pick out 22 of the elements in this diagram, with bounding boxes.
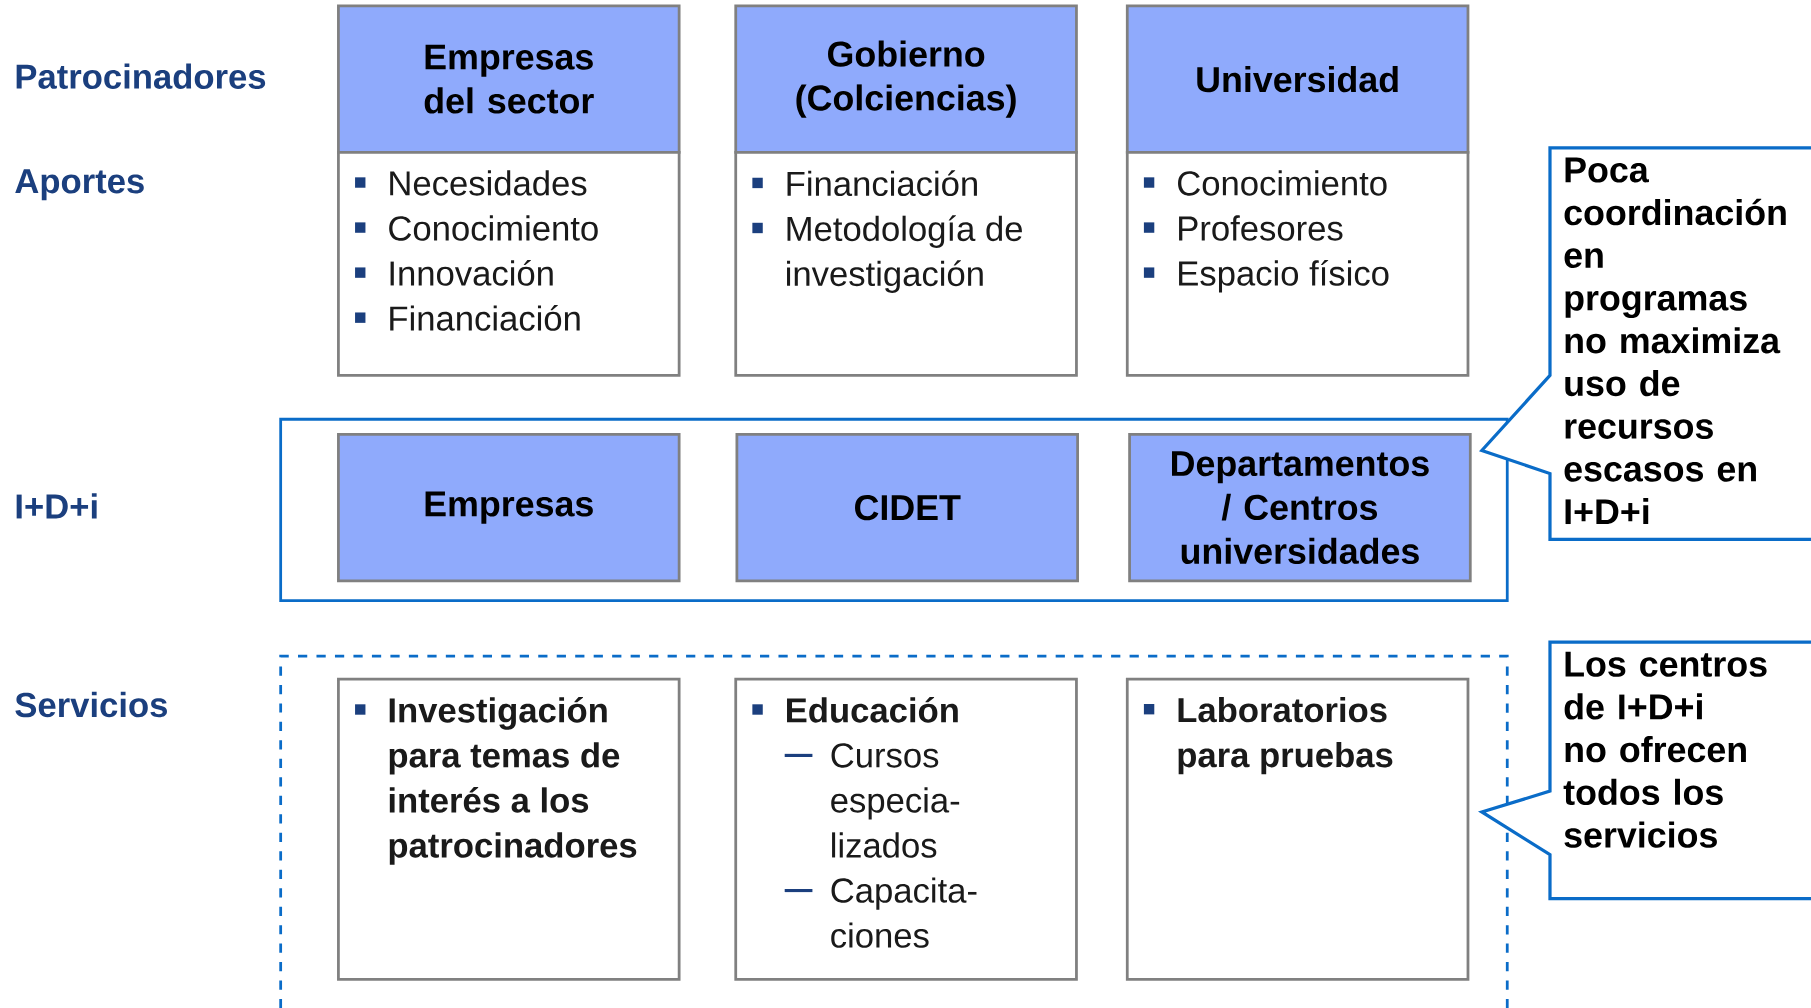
- row-label: Aportes: [15, 169, 144, 201]
- bullet-list-box: Financiación Metodología de investigación: [734, 150, 1078, 377]
- header-box: Departamentos / Centros universidades: [1128, 432, 1472, 583]
- bullet-list-box: Necesidades Conocimiento Innovación Financiación: [337, 150, 681, 377]
- header-box: Gobierno (Colciencias): [734, 4, 1078, 154]
- row-label: Servicios: [15, 691, 167, 718]
- node-label: Poca coordinación en programas no maximiza uso de recursos escasos en I+D+i: [1564, 157, 1786, 524]
- bullet-list-box: Conocimiento Profesores Espacio físico: [1125, 150, 1470, 377]
- service-box: Educación Cursos especia- lizados Capacita- ciones: [734, 677, 1078, 981]
- row-label: Patrocinadores: [16, 63, 266, 89]
- service-box: Investigación para temas de interés a los patrocinadores: [337, 677, 681, 981]
- dashed-group-frame: [279, 654, 1509, 1008]
- row-label: I+D+i: [16, 493, 97, 519]
- header-box: Empresas: [337, 432, 681, 583]
- node-label: Los centros de I+D+i no ofrecen todos los servicios: [1563, 651, 1767, 848]
- header-box: Universidad: [1125, 4, 1470, 154]
- callout-box: Los centros de I+D+i no ofrecen todos los servicios: [1478, 640, 1811, 901]
- service-box: Laboratorios para pruebas: [1125, 677, 1470, 981]
- header-box: CIDET: [735, 432, 1079, 583]
- header-box: Empresas del sector: [337, 4, 681, 154]
- callout-box: Poca coordinación en programas no maximiza uso de recursos escasos en I+D+i: [1479, 146, 1811, 541]
- group-frame: [279, 417, 1509, 602]
